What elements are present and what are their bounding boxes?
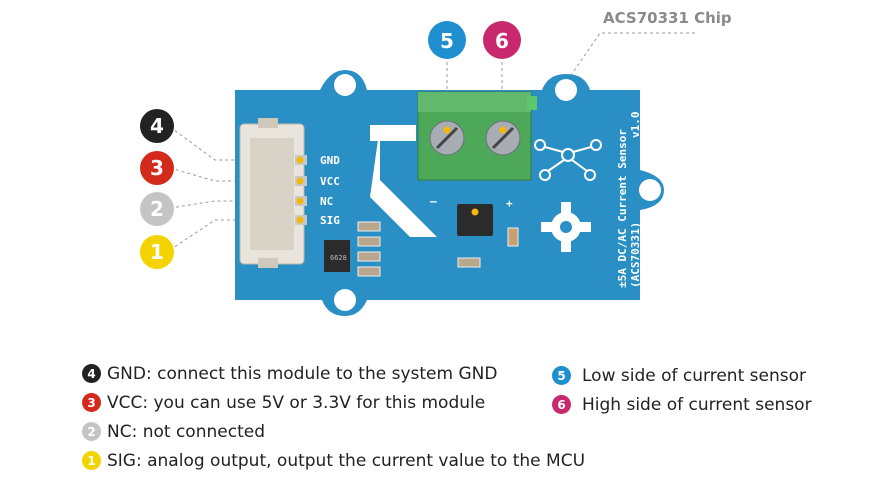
legend-text-gnd: GND: connect this module to the system G… bbox=[107, 363, 498, 384]
svg-text:3: 3 bbox=[150, 156, 164, 180]
silkscreen-part: (ACS70331) bbox=[629, 222, 642, 288]
ic-marking: 6628 bbox=[330, 254, 347, 262]
chip-title: ACS70331 Chip bbox=[603, 9, 732, 27]
silkscreen-title: ±5A DC/AC Current Sensor bbox=[616, 129, 629, 288]
svg-text:2: 2 bbox=[150, 197, 164, 221]
callout-2: 2 bbox=[140, 192, 174, 226]
passive-components bbox=[324, 221, 519, 277]
legend-text-nc: NC: not connected bbox=[107, 421, 265, 442]
legend-text-high-side: High side of current sensor bbox=[582, 394, 812, 415]
svg-text:1: 1 bbox=[150, 240, 164, 264]
grove-connector bbox=[239, 118, 307, 268]
silkscreen-version: v1.0 bbox=[629, 112, 642, 139]
legend-text-low-side: Low side of current sensor bbox=[582, 365, 806, 386]
legend-item-vcc: 3 VCC: you can use 5V or 3.3V for this m… bbox=[82, 388, 585, 417]
legend-dot-5: 5 bbox=[552, 366, 571, 385]
callout-1: 1 bbox=[140, 235, 174, 269]
svg-text:5: 5 bbox=[440, 29, 454, 53]
terminal-plus-label: + bbox=[506, 197, 513, 210]
svg-text:6: 6 bbox=[495, 29, 509, 53]
legend-dot-3: 3 bbox=[82, 393, 101, 412]
svg-text:4: 4 bbox=[150, 114, 164, 138]
legend-item-gnd: 4 GND: connect this module to the system… bbox=[82, 359, 585, 388]
legend-dot-6: 6 bbox=[552, 395, 571, 414]
callout-5: 5 bbox=[428, 21, 466, 59]
legend-item-low-side: 5 Low side of current sensor bbox=[552, 361, 812, 390]
legend-text-vcc: VCC: you can use 5V or 3.3V for this mod… bbox=[107, 392, 486, 413]
legend-dot-1: 1 bbox=[82, 451, 101, 470]
sensor-board-diagram: ACS70331 Chip GND VCC NC SIG bbox=[140, 9, 732, 316]
screw-terminal bbox=[417, 91, 537, 181]
callout-3: 3 bbox=[140, 151, 174, 185]
legend-item-sig: 1 SIG: analog output, output the current… bbox=[82, 446, 585, 475]
terminal-minus-label: – bbox=[430, 195, 437, 208]
pin-label-vcc: VCC bbox=[320, 175, 340, 188]
network-icon bbox=[534, 139, 602, 181]
callout-4: 4 bbox=[140, 109, 174, 143]
legend-right: 5 Low side of current sensor 6 High side… bbox=[552, 361, 812, 419]
acs70331-ic bbox=[457, 204, 493, 236]
logo-icon bbox=[541, 202, 591, 252]
legend-item-high-side: 6 High side of current sensor bbox=[552, 390, 812, 419]
legend-item-nc: 2 NC: not connected bbox=[82, 417, 585, 446]
callout-6: 6 bbox=[483, 21, 521, 59]
legend-dot-2: 2 bbox=[82, 422, 101, 441]
legend-left: 4 GND: connect this module to the system… bbox=[82, 359, 585, 475]
pin-label-nc: NC bbox=[320, 195, 333, 208]
legend-dot-4: 4 bbox=[82, 364, 101, 383]
legend-text-sig: SIG: analog output, output the current v… bbox=[107, 450, 586, 471]
pin-label-gnd: GND bbox=[320, 154, 340, 167]
pin-label-sig: SIG bbox=[320, 214, 340, 227]
